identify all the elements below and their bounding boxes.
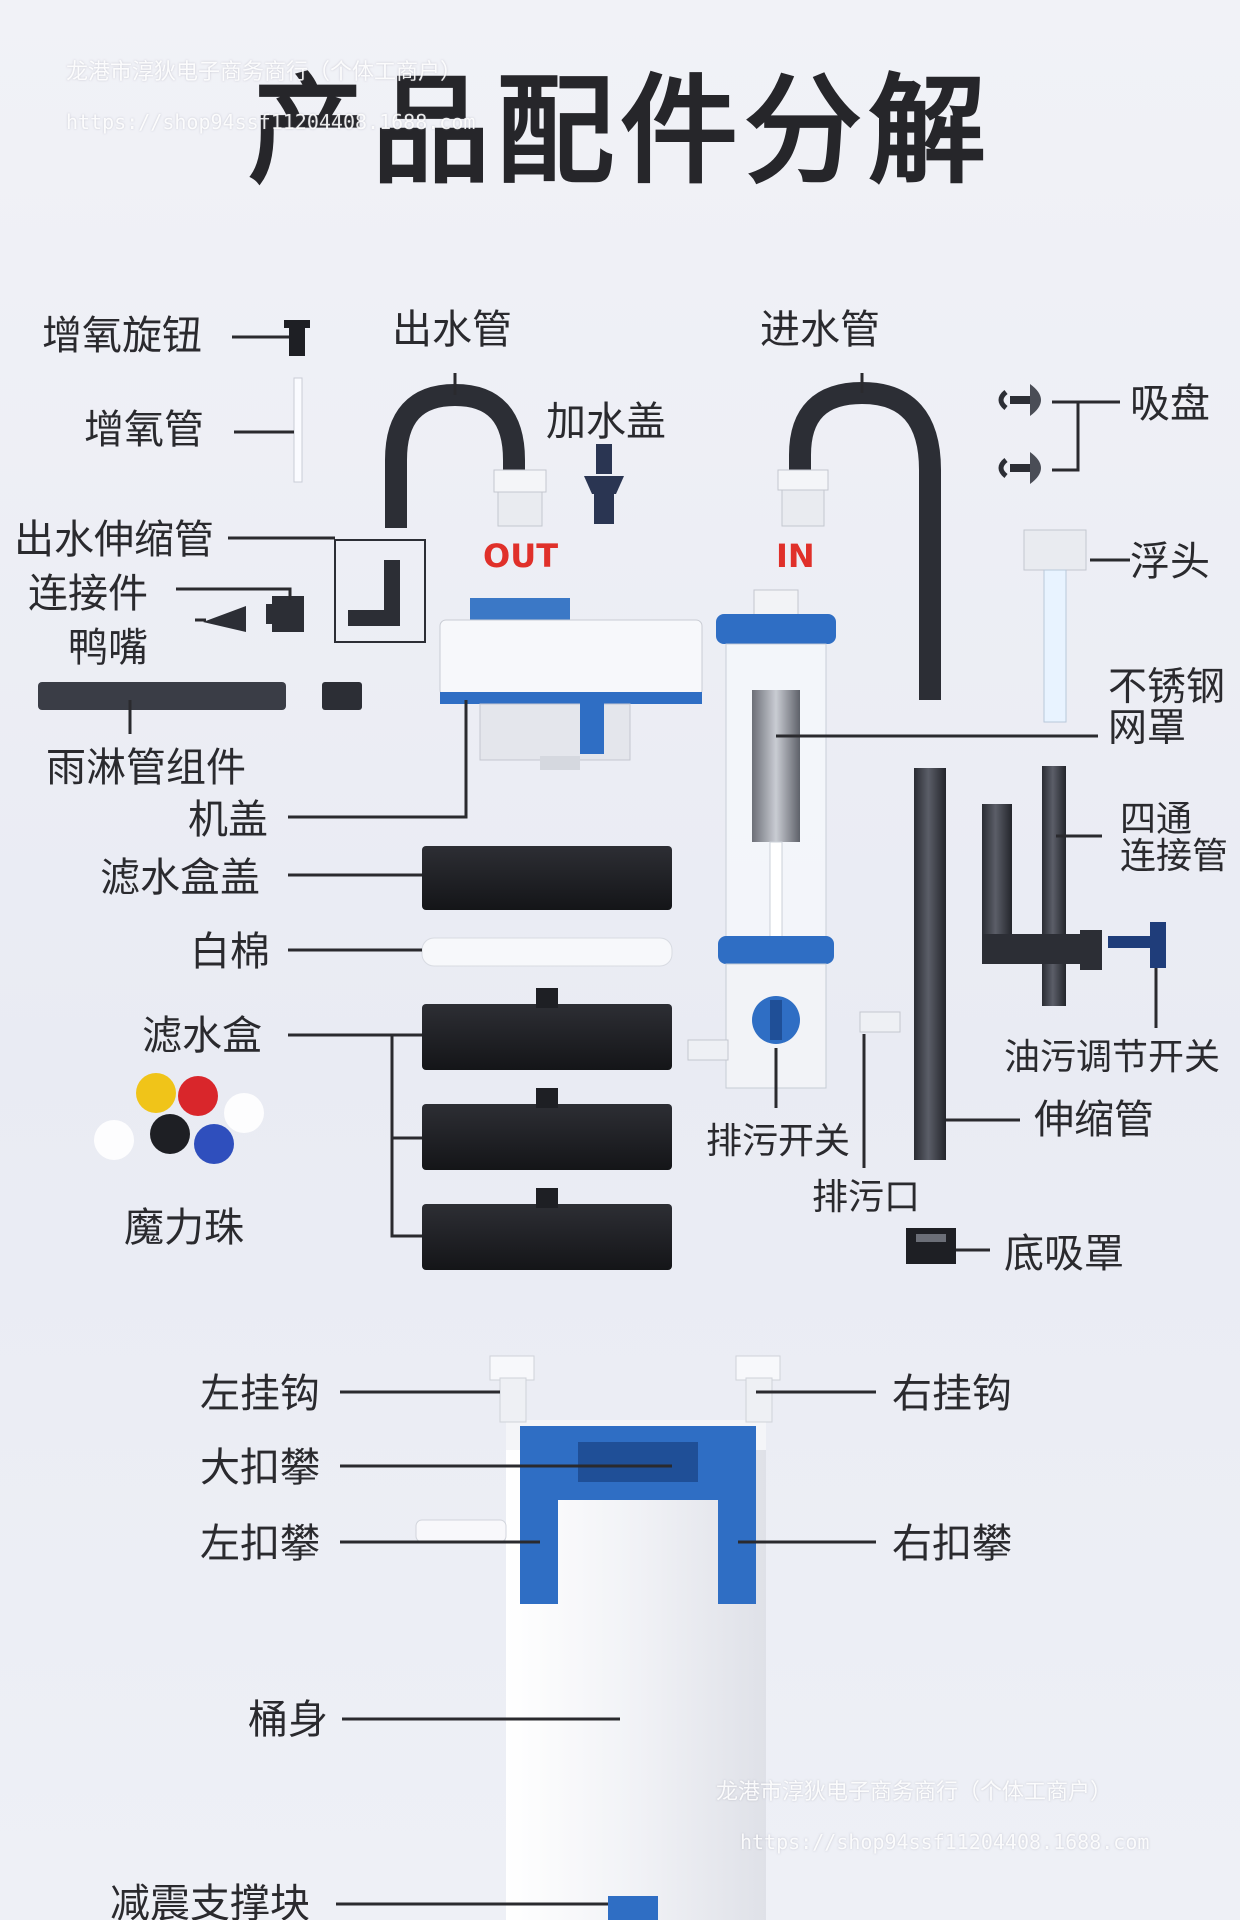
label-telescopic-pipe: 伸缩管 xyxy=(1034,1097,1154,1143)
inlet-pipe-part xyxy=(789,381,941,700)
label-drain-switch: 排污开关 xyxy=(706,1121,851,1162)
label-float-head: 浮头 xyxy=(1130,539,1210,585)
label-inlet-pipe: 进水管 xyxy=(760,307,880,353)
label-right-clip: 右扣攀 xyxy=(892,1521,1012,1567)
outlet-pipe-part xyxy=(385,383,525,528)
watermark-shop-name-bottom: 龙港市淳狄电子商务商行（个体工商户） xyxy=(716,1780,1113,1805)
label-duckbill: 鸭嘴 xyxy=(68,625,148,671)
filter-boxes-part xyxy=(422,988,672,1270)
oil-switch-part xyxy=(1108,922,1166,968)
label-filter-box-cover: 滤水盒盖 xyxy=(100,855,260,901)
label-drain-port: 排污口 xyxy=(812,1177,921,1218)
label-bucket-body: 桶身 xyxy=(248,1697,328,1743)
inlet-nut-part xyxy=(777,469,829,527)
bottom-cover-part xyxy=(906,1228,956,1264)
filter-canister-part xyxy=(687,589,901,1089)
label-white-cotton: 白棉 xyxy=(190,929,270,975)
aeration-knob-part xyxy=(284,320,310,356)
aeration-tube-part xyxy=(293,377,303,483)
label-left-clip: 左扣攀 xyxy=(200,1521,320,1567)
watermark-shop-name-top: 龙港市淳狄电子商务商行（个体工商户） xyxy=(66,60,463,85)
right-hook-part xyxy=(735,1355,781,1423)
outlet-telescopic-box xyxy=(334,539,426,643)
duckbill-part xyxy=(203,606,246,632)
filter-box-cover-part xyxy=(422,846,672,910)
left-hook-part xyxy=(489,1355,535,1423)
label-bottom-cover: 底吸罩 xyxy=(1004,1231,1124,1277)
spray-bar-part xyxy=(38,682,362,710)
label-outlet-pipe: 出水管 xyxy=(392,307,512,353)
label-aeration-tube: 增氧管 xyxy=(84,407,204,453)
label-aeration-knob: 增氧旋钮 xyxy=(42,313,202,359)
page-title: 产品配件分解 xyxy=(247,62,992,200)
out-port-tag: OUT xyxy=(483,537,559,575)
outlet-telescopic-part xyxy=(348,560,400,626)
watermark-url-top: https://shop94ssf11204408.1688.com xyxy=(66,110,476,134)
magic-beads-part xyxy=(94,1073,264,1164)
four-way-pipe-part xyxy=(982,766,1102,1006)
in-port-tag: IN xyxy=(776,537,815,575)
label-connector: 连接件 xyxy=(28,571,148,617)
label-machine-cover: 机盖 xyxy=(188,797,268,843)
label-oil-switch: 油污调节开关 xyxy=(1004,1037,1221,1078)
water-cap-part xyxy=(584,444,624,524)
machine-cover-part xyxy=(439,598,703,770)
connector-part xyxy=(266,596,304,632)
label-right-hook: 右挂钩 xyxy=(892,1371,1012,1417)
label-suction-cup: 吸盘 xyxy=(1130,381,1210,427)
label-stainless-mesh: 不锈钢 网罩 xyxy=(1108,665,1226,751)
label-left-hook: 左挂钩 xyxy=(200,1371,320,1417)
watermark-url-bottom: https://shop94ssf11204408.1688.com xyxy=(740,1830,1150,1854)
label-spray-bar: 雨淋管组件 xyxy=(46,745,246,791)
label-shock-block: 减震支撑块 xyxy=(110,1881,310,1920)
bucket-body-part xyxy=(415,1420,766,1920)
label-water-cap: 加水盖 xyxy=(546,399,666,445)
label-magic-beads: 魔力珠 xyxy=(124,1205,244,1251)
leader-lines xyxy=(128,335,1158,1906)
label-four-way-pipe: 四通 连接管 xyxy=(1120,799,1229,877)
telescopic-pipe-part xyxy=(914,768,946,1160)
suction-cups-part xyxy=(998,384,1041,484)
label-big-clip: 大扣攀 xyxy=(200,1445,320,1491)
float-head-part xyxy=(1023,529,1087,723)
outlet-nut-part xyxy=(493,469,547,527)
white-cotton-part xyxy=(421,937,673,967)
label-filter-box: 滤水盒 xyxy=(142,1013,262,1059)
label-outlet-telescopic: 出水伸缩管 xyxy=(14,517,214,563)
